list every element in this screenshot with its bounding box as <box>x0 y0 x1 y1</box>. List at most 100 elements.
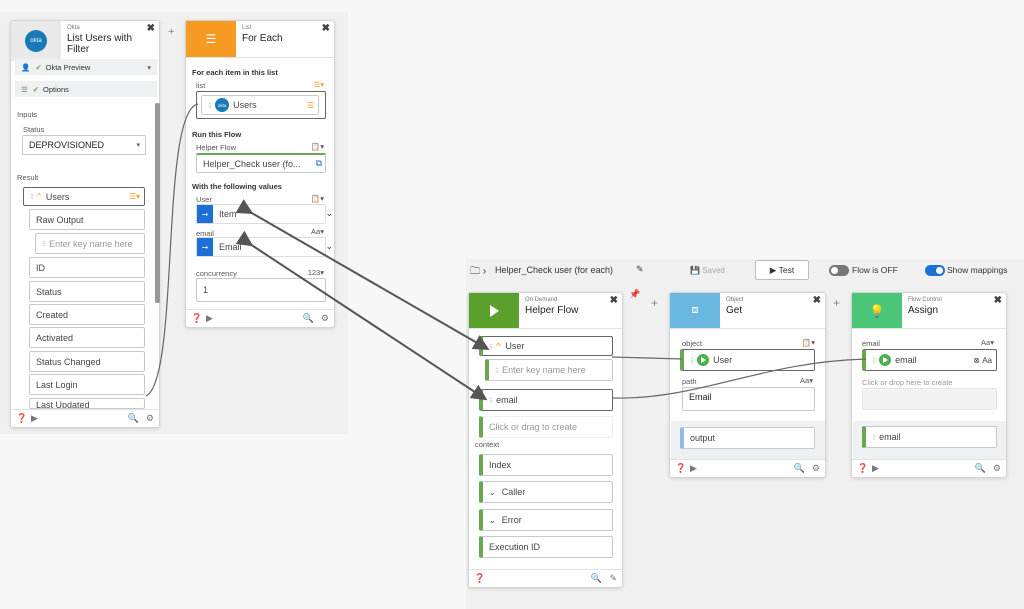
add-card-icon[interactable]: + <box>833 296 841 310</box>
play-icon[interactable]: ▶ <box>872 463 879 473</box>
context-field-index[interactable]: Index <box>479 454 613 476</box>
show-mappings-toggle[interactable] <box>925 265 945 276</box>
search-icon[interactable]: 🔍 <box>302 313 314 323</box>
add-card-icon[interactable]: + <box>168 26 175 38</box>
test-button[interactable]: ▶ Test <box>755 260 809 280</box>
play-icon[interactable]: ▶ <box>690 463 697 473</box>
email-type[interactable]: Aa▾ <box>311 227 324 236</box>
object-get-card[interactable]: ⧈ Object Get ✖ object 📋▾ ⁝⁝ User path Aa… <box>669 292 826 478</box>
user-object-field[interactable]: ⁝⁝ ^ User <box>479 336 613 356</box>
options-toggle[interactable]: ☰ ✔ Options <box>15 81 157 97</box>
result-field-last-login[interactable]: Last Login <box>29 374 145 395</box>
card-category: Object <box>726 297 744 303</box>
list-icon: ☰ <box>186 21 236 57</box>
helper-flow-input[interactable]: Helper_Check user (fo... ⧉ <box>196 153 326 173</box>
result-field-raw-output[interactable]: Raw Output <box>29 209 145 230</box>
flow-status-toggle[interactable] <box>829 265 849 276</box>
search-icon[interactable]: 🔍 <box>127 413 139 423</box>
play-icon[interactable]: ▶ <box>31 413 38 423</box>
drag-handle-icon: ⁝⁝ <box>489 395 493 405</box>
gear-icon[interactable]: ⚙ <box>320 313 329 323</box>
concurrency-input[interactable]: 1 <box>196 278 326 302</box>
search-icon[interactable]: 🔍 <box>974 463 986 473</box>
helper-flow-card[interactable]: On Demand Helper Flow ✖ ⁝⁝ ^ User ⁝⁝ Ent… <box>468 292 623 588</box>
play-icon[interactable]: ▶ <box>206 313 213 323</box>
help-icon[interactable]: ❓ <box>191 313 203 323</box>
result-field-created[interactable]: Created <box>29 304 145 325</box>
drag-handle-icon: ⁝⁝ <box>30 192 34 201</box>
email-input[interactable]: ⁝⁝ email ⊗ Aa <box>862 349 997 371</box>
email-field[interactable]: ⁝⁝ email <box>479 389 613 411</box>
help-icon[interactable]: ❓ <box>16 413 28 423</box>
pencil-icon[interactable]: ✎ <box>609 573 617 583</box>
key-name-input[interactable]: ⁝⁝ Enter key name here <box>485 359 613 381</box>
sliders-icon: ☰ <box>21 84 28 94</box>
create-field-input[interactable]: Click or drag to create <box>479 416 613 438</box>
context-field-caller[interactable]: ⌄Caller <box>479 481 613 503</box>
gear-icon[interactable]: ⚙ <box>992 463 1001 473</box>
context-label: context <box>475 440 500 449</box>
drag-handle-icon: ⁝⁝ <box>690 355 694 365</box>
key-name-input[interactable]: ⁝⁝Enter key name here <box>35 233 145 254</box>
result-field-last-updated[interactable]: Last Updated <box>29 398 145 409</box>
context-field-error[interactable]: ⌄Error <box>479 509 613 531</box>
help-icon[interactable]: ❓ <box>857 463 869 473</box>
lightbulb-icon: 💡 <box>852 293 902 328</box>
flow-name[interactable]: Helper_Check user (for each) <box>495 265 614 275</box>
output-field[interactable]: output <box>680 427 815 449</box>
clipboard-icon[interactable]: 📋▾ <box>310 194 324 203</box>
card-footer: ❓ ▶ 🔍 ⚙ <box>852 459 1006 477</box>
clipboard-icon[interactable]: 📋▾ <box>801 338 815 347</box>
chevron-down-icon: ▾ <box>136 142 140 149</box>
email-type[interactable]: Aa▾ <box>981 338 994 347</box>
users-chip[interactable]: ⁝⁝ okta Users ☰ <box>201 95 319 115</box>
status-select[interactable]: DEPROVISIONED ▾ <box>22 135 146 155</box>
edit-icon[interactable]: ✎ <box>636 264 644 274</box>
result-field-id[interactable]: ID <box>29 257 145 278</box>
context-field-execution-id[interactable]: Execution ID <box>479 536 613 558</box>
concurrency-label: concurrency <box>196 269 237 278</box>
object-input[interactable]: ⁝⁝ User <box>680 349 815 371</box>
close-icon[interactable]: ✖ <box>609 295 618 306</box>
connection-selector[interactable]: 👤 ✔ Okta Preview ▾ <box>15 59 157 75</box>
clipboard-icon[interactable]: 📋▾ <box>310 142 324 151</box>
email-value-input[interactable]: ➞ Email <box>196 237 326 257</box>
assign-card[interactable]: 💡 Flow Control Assign ✖ email Aa▾ ⁝⁝ ema… <box>851 292 1007 478</box>
list-input[interactable]: ⁝⁝ okta Users ☰ <box>196 91 326 119</box>
folder-icon[interactable]: 🗀 › <box>470 266 487 277</box>
close-icon[interactable]: ✖ <box>146 23 155 34</box>
remove-icon[interactable]: ⊗ <box>973 355 980 365</box>
users-list-field[interactable]: ⁝⁝ ^ Users ☰▾ <box>23 187 145 206</box>
result-field-activated[interactable]: Activated <box>29 327 145 348</box>
gear-icon[interactable]: ⚙ <box>145 413 154 423</box>
list-users-card[interactable]: okta Okta List Users with Filter ✖ 👤 ✔ O… <box>10 20 160 428</box>
drop-zone[interactable] <box>862 388 997 410</box>
chevron-down-icon[interactable]: ⌄ <box>325 208 333 218</box>
path-input[interactable]: Email <box>682 387 815 411</box>
section-list-label: For each item in this list <box>192 68 278 77</box>
add-card-icon[interactable]: + <box>651 296 659 310</box>
output-email-field[interactable]: ⁝⁝ email <box>862 426 997 448</box>
chevron-down-icon[interactable]: ⌄ <box>325 241 333 251</box>
search-icon[interactable]: 🔍 <box>793 463 805 473</box>
gear-icon[interactable]: ⚙ <box>811 463 820 473</box>
concurrency-type[interactable]: 123▾ <box>307 268 324 277</box>
help-icon[interactable]: ❓ <box>474 573 486 583</box>
for-each-card[interactable]: ☰ List For Each ✖ For each item in this … <box>185 20 335 328</box>
pin-icon[interactable]: 📌 <box>629 289 641 299</box>
list-type-icon[interactable]: ☰▾ <box>313 80 325 89</box>
external-link-icon[interactable]: ⧉ <box>315 158 322 168</box>
close-icon[interactable]: ✖ <box>993 295 1002 306</box>
mapping-arrow-icon: ➞ <box>197 238 213 256</box>
object-label: object <box>682 339 703 348</box>
section-values-label: With the following values <box>192 182 282 191</box>
path-type[interactable]: Aa▾ <box>800 376 813 385</box>
result-field-status-changed[interactable]: Status Changed <box>29 351 145 372</box>
search-icon[interactable]: 🔍 <box>590 573 602 583</box>
close-icon[interactable]: ✖ <box>321 23 330 34</box>
scrollbar[interactable] <box>155 103 160 303</box>
help-icon[interactable]: ❓ <box>675 463 687 473</box>
result-field-status[interactable]: Status <box>29 281 145 302</box>
close-icon[interactable]: ✖ <box>812 295 821 306</box>
user-value-input[interactable]: ➞ Item <box>196 204 326 224</box>
